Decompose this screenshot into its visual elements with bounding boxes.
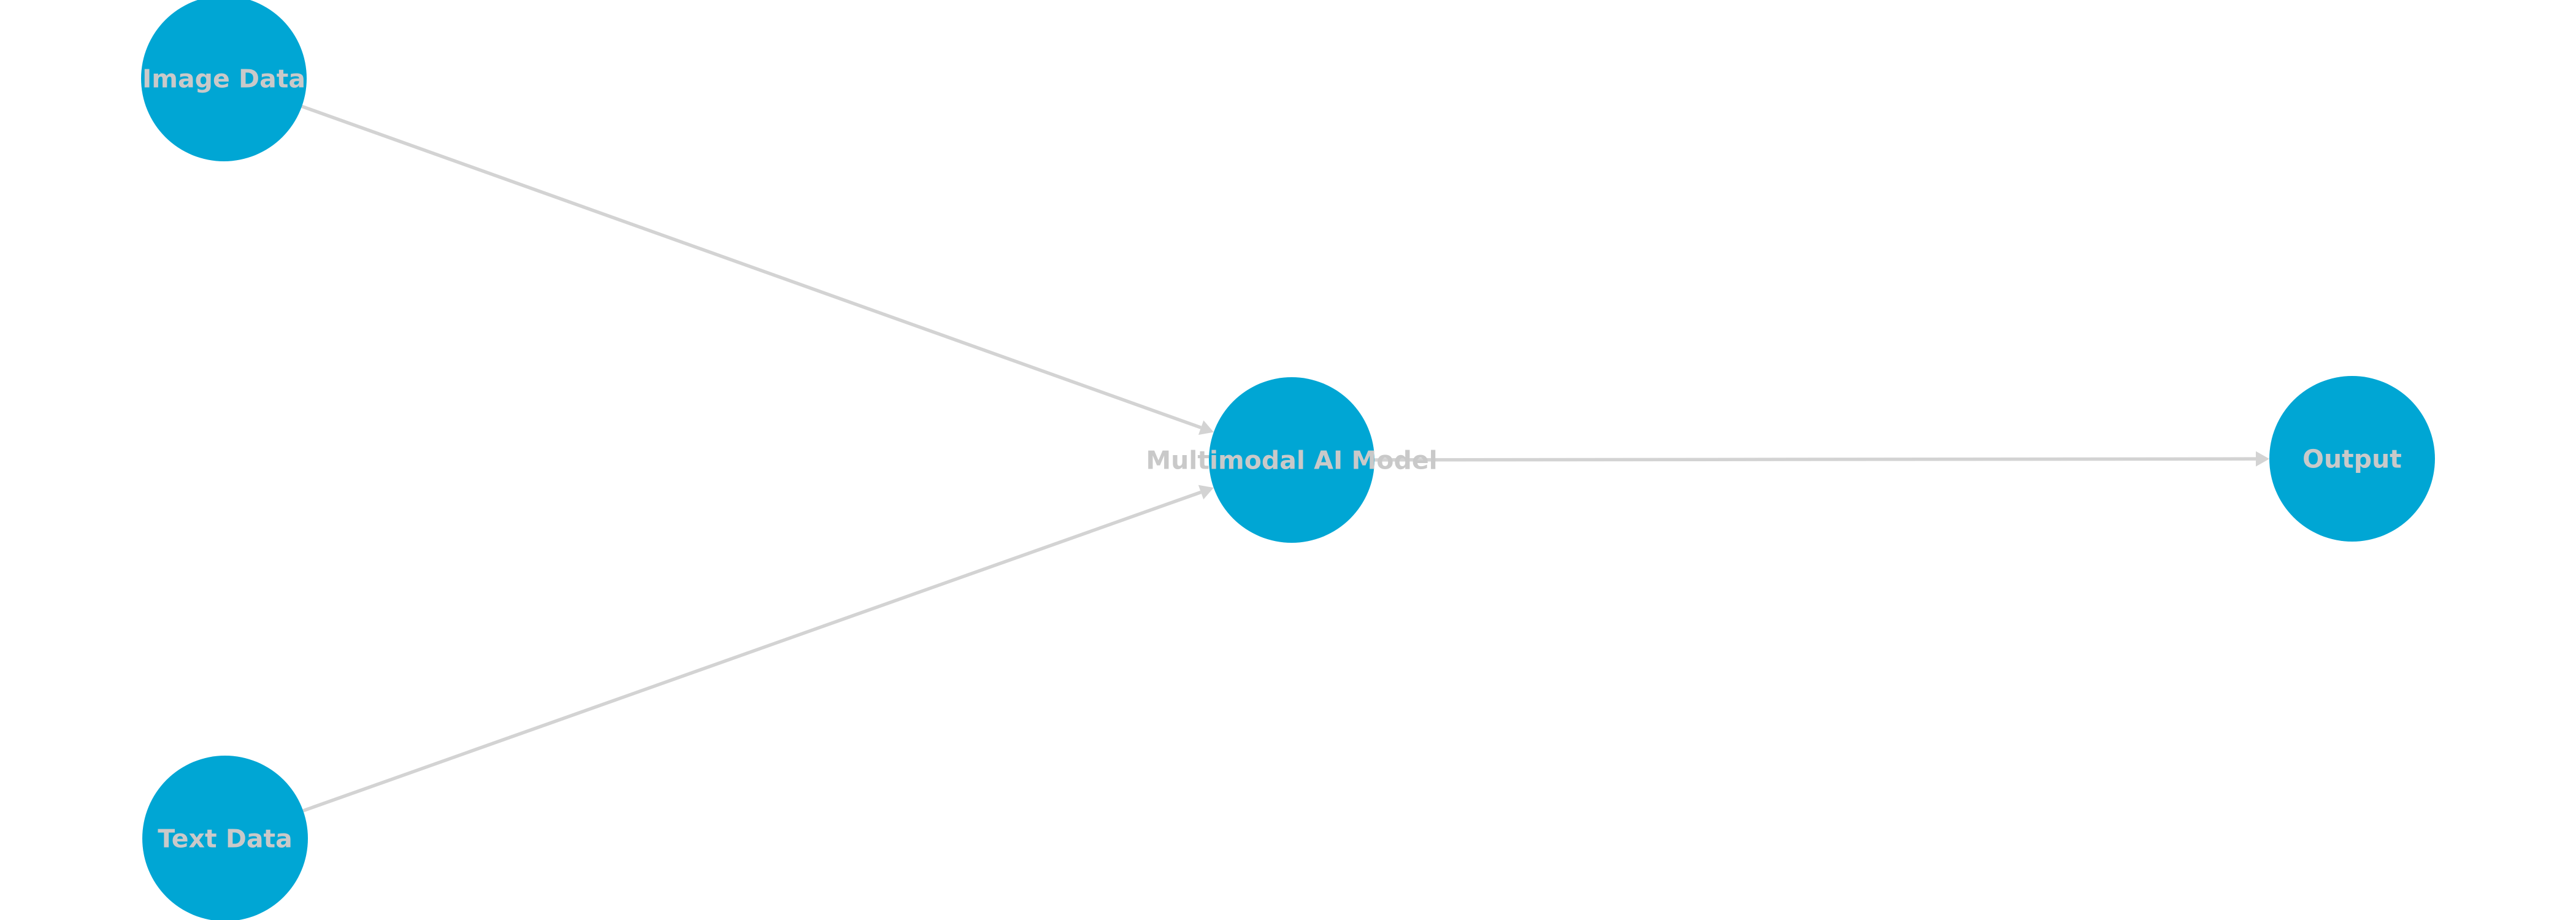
node-image-data-circle — [141, 0, 307, 161]
edge-line-multimodal-ai-model-to-output — [1374, 457, 2256, 462]
node-output-circle — [2269, 376, 2435, 542]
node-multimodal-ai-model-label: Multimodal AI Model — [1146, 446, 1437, 475]
edge-arrowhead-icon — [2255, 451, 2269, 467]
edge-arrowhead-icon — [1198, 420, 1214, 435]
node-output-label: Output — [2302, 445, 2402, 474]
node-text-data-label: Text Data — [158, 824, 293, 854]
edge-arrowhead-icon — [1198, 485, 1214, 500]
node-text-data-circle — [142, 756, 308, 920]
node-image-data-label: Image Data — [142, 64, 305, 94]
node-multimodal-ai-model-circle — [1209, 377, 1374, 543]
edge-line-image-data-to-multimodal-ai-model — [301, 104, 1202, 429]
edge-line-text-data-to-multimodal-ai-model — [302, 490, 1202, 813]
